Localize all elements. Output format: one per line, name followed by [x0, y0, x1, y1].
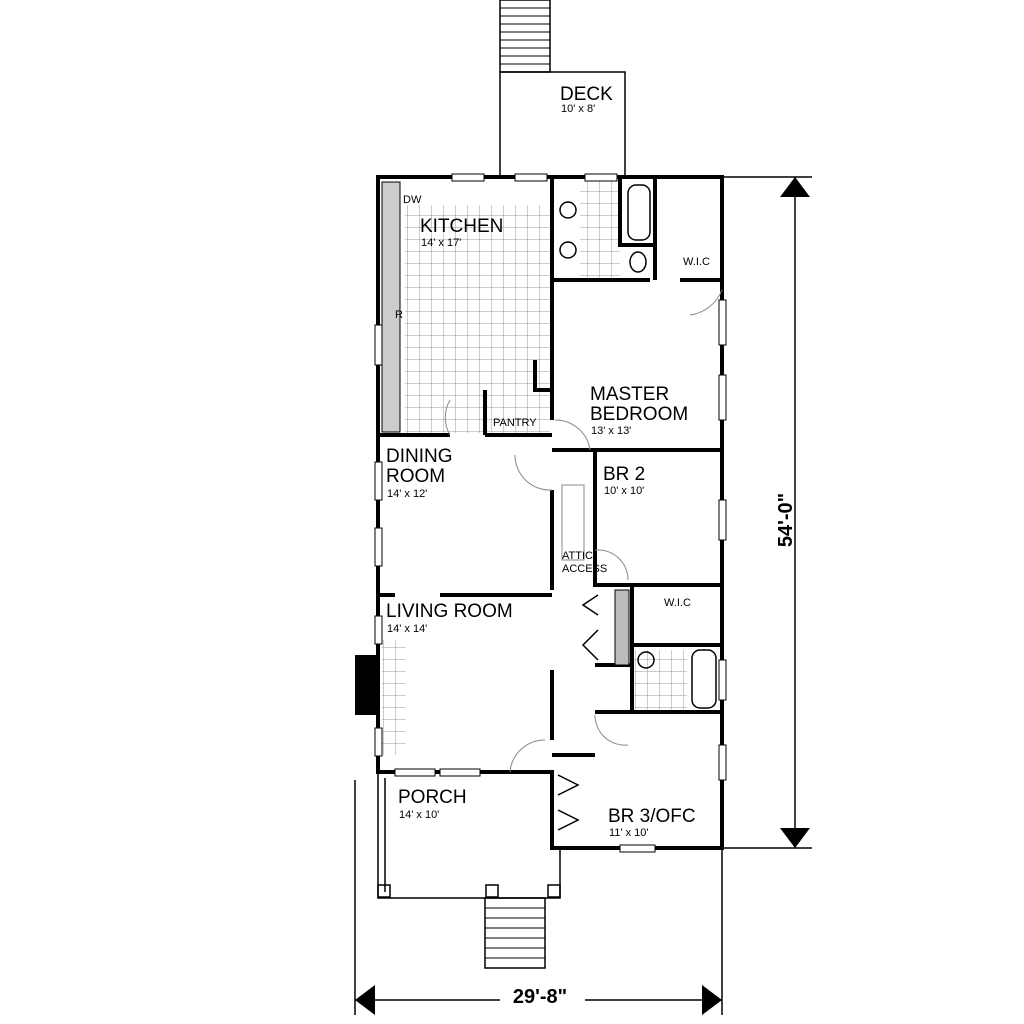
- width-label: 29'-8": [513, 986, 567, 1008]
- wic-label: W.I.C: [683, 256, 710, 268]
- porch-size: 14' x 10': [399, 809, 439, 821]
- br2-label: BR 2: [603, 464, 645, 485]
- bath-tile: [580, 180, 620, 280]
- porch-label: PORCH: [398, 787, 467, 808]
- attic-label-2: ACCESS: [562, 563, 607, 575]
- living-label: LIVING ROOM: [386, 601, 513, 622]
- pantry-label: PANTRY: [493, 417, 537, 429]
- windows: [374, 173, 727, 853]
- deck-size: 10' x 8': [561, 103, 595, 115]
- kitchen-tile: [405, 205, 550, 433]
- rear-stairs: [499, 0, 551, 73]
- br2-size: 10' x 10': [604, 485, 644, 497]
- master-label-2: BEDROOM: [590, 404, 688, 425]
- dining-label-1: DINING: [386, 446, 453, 467]
- master-size: 13' x 13': [591, 425, 631, 437]
- fireplace: [355, 655, 378, 715]
- hearth-tile: [382, 640, 406, 755]
- deck-label: DECK: [560, 84, 613, 105]
- kitchen-size: 14' x 17': [421, 237, 461, 249]
- master-label-1: MASTER: [590, 384, 669, 405]
- width-dimension: 29'-8": [354, 780, 723, 1015]
- depth-dimension: 54'-0": [722, 176, 812, 849]
- br3-label: BR 3/OFC: [608, 806, 696, 827]
- kitchen-label: KITCHEN: [420, 216, 503, 237]
- wic2-label: W.I.C: [664, 597, 691, 609]
- dishwasher-label: DW: [403, 194, 422, 206]
- refrigerator-label: R: [395, 309, 403, 321]
- br3-size: 11' x 10': [609, 827, 648, 839]
- attic-label-1: ATTIC: [562, 550, 593, 562]
- living-size: 14' x 14': [387, 623, 427, 635]
- depth-label: 54'-0": [775, 493, 797, 547]
- porch-structure: [377, 772, 561, 969]
- fixtures: [381, 181, 723, 831]
- interior-walls: [378, 177, 722, 757]
- dining-label-2: ROOM: [386, 466, 445, 487]
- dining-size: 14' x 12': [387, 488, 427, 500]
- bath2-tile: [632, 650, 687, 710]
